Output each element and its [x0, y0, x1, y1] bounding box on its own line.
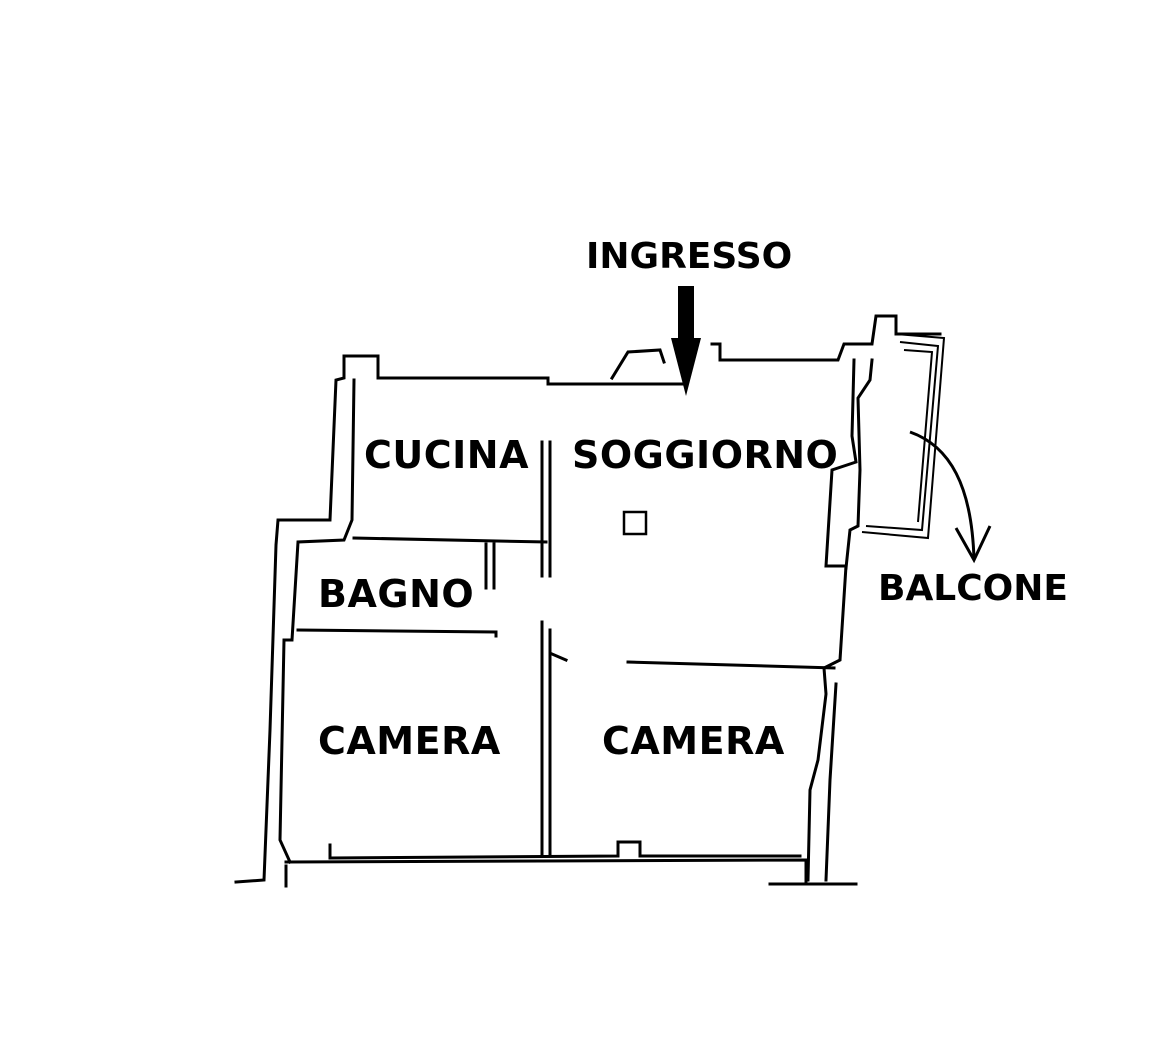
bedroom-right-label: CAMERA [602, 719, 785, 763]
bathroom-label: BAGNO [318, 572, 474, 616]
balcony-label: BALCONE [878, 568, 1068, 609]
outer-walls [234, 314, 942, 888]
bedroom-left-label: CAMERA [318, 719, 501, 763]
column-square [622, 510, 648, 536]
balcony-outline [861, 333, 946, 540]
balcony-arrow-icon [909, 430, 992, 564]
interior-walls [296, 440, 836, 858]
kitchen-label: CUCINA [364, 433, 529, 477]
entrance-arrow-icon [671, 286, 701, 396]
entrance-label: INGRESSO [586, 236, 792, 277]
living-room-label: SOGGIORNO [572, 433, 838, 477]
